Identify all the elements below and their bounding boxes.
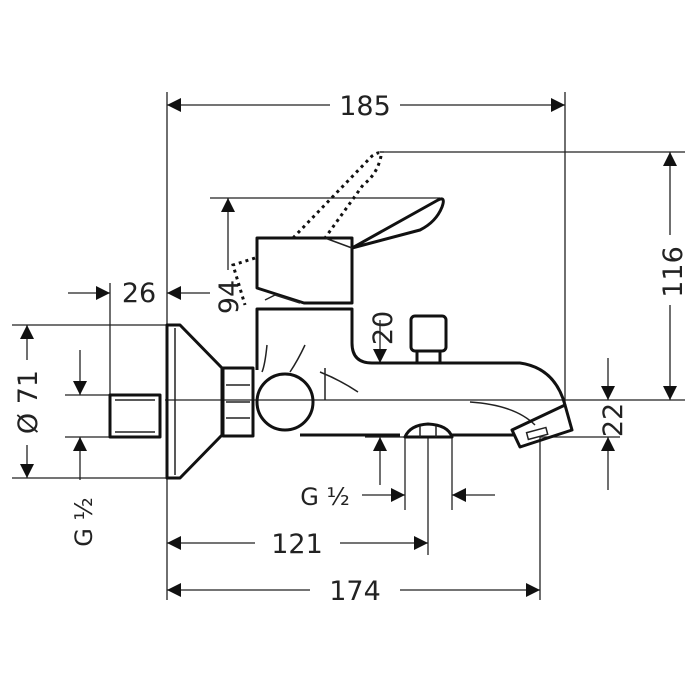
dimension-label-20: 20 <box>368 311 399 345</box>
dimension-label-185: 185 <box>339 91 391 122</box>
diverter-bottom <box>403 422 454 439</box>
dimension-g-half-diverter: G ½ <box>300 483 495 511</box>
mixer-body <box>255 372 315 432</box>
dimension-label-174: 174 <box>329 576 381 607</box>
dimension-174: 174 <box>167 576 540 607</box>
aerator <box>510 403 574 449</box>
dimension-121: 121 <box>167 529 428 560</box>
diverter-knob <box>409 314 448 353</box>
lever-housing <box>255 236 354 305</box>
diverter-stem <box>415 349 442 365</box>
dimension-label-22: 22 <box>598 403 629 437</box>
dimension-label-diameter-71: Ø 71 <box>13 370 44 434</box>
dimension-g-half-inlet: G ½ <box>70 350 98 547</box>
coupling-nut <box>221 366 255 438</box>
dimension-116: 116 <box>658 152 689 400</box>
dimension-94: 94 <box>214 198 245 314</box>
lever-handle <box>351 197 445 250</box>
dimension-label-121: 121 <box>271 529 323 560</box>
dimension-label-116: 116 <box>658 246 689 298</box>
lever-alternate-position <box>291 151 383 240</box>
faucet-body <box>108 151 574 480</box>
dimension-diameter-71: Ø 71 <box>13 325 44 478</box>
inlet-connector <box>108 393 162 439</box>
dimension-185: 185 <box>167 91 565 122</box>
dimension-label-g-half-diverter: G ½ <box>300 483 350 511</box>
dimension-22: 22 <box>598 358 629 490</box>
extension-lines <box>12 92 685 600</box>
dimension-label-g-half-inlet: G ½ <box>70 497 98 547</box>
dimension-26: 26 <box>68 278 210 309</box>
dimension-20: 20 <box>368 311 399 485</box>
spout-top <box>255 307 567 406</box>
dimension-label-26: 26 <box>122 278 156 309</box>
